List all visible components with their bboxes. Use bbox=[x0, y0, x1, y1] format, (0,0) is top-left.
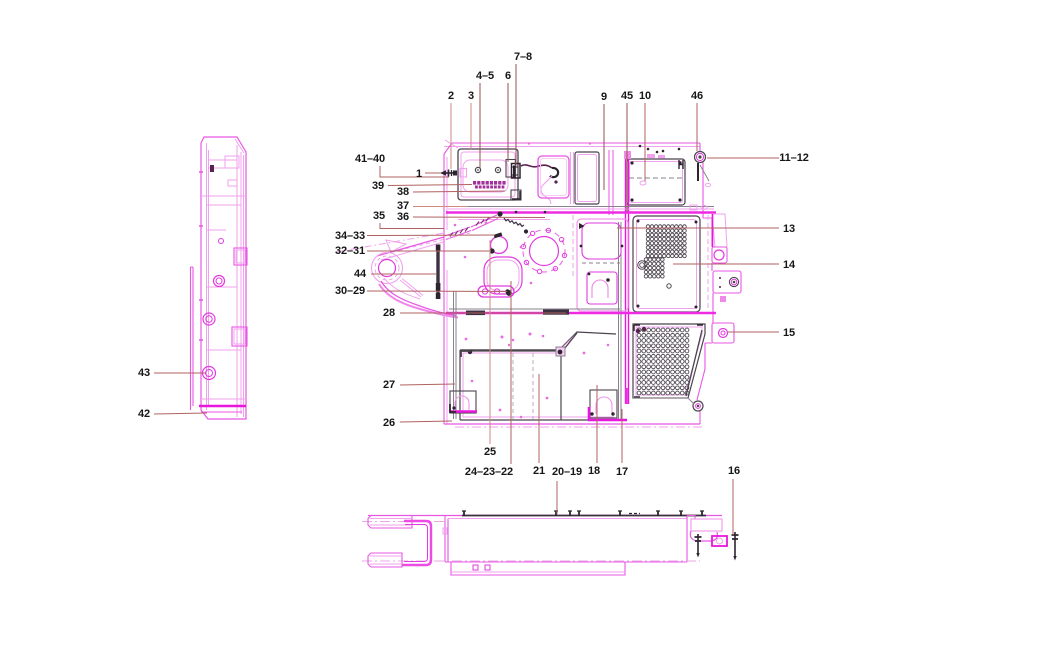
right-side-mounts bbox=[707, 213, 742, 344]
grille-b-dots bbox=[643, 257, 665, 279]
bottom-profile-view bbox=[362, 510, 739, 576]
callout-label-34-33: 34–33 bbox=[335, 230, 365, 242]
radiator bbox=[570, 150, 614, 215]
callout-label-41-40: 41–40 bbox=[355, 153, 385, 165]
leader-line-38 bbox=[412, 190, 506, 193]
support-arm bbox=[370, 236, 459, 319]
callout-label-42: 42 bbox=[138, 408, 150, 420]
pivot-ring bbox=[489, 232, 509, 255]
callout-label-38: 38 bbox=[397, 186, 409, 198]
grille-a-dots bbox=[645, 224, 687, 259]
callout-label-17: 17 bbox=[616, 466, 628, 478]
callout-label-14: 14 bbox=[783, 259, 796, 271]
foot-bracket-left bbox=[449, 390, 477, 414]
callout-label-27: 27 bbox=[383, 379, 395, 391]
leader-line-30-29 bbox=[366, 290, 508, 292]
callout-label-26: 26 bbox=[383, 417, 395, 429]
stay-rod-assembly bbox=[335, 211, 529, 253]
callout-label-2: 2 bbox=[448, 90, 454, 102]
callout-label-28: 28 bbox=[383, 307, 395, 319]
fuel-tank bbox=[537, 155, 570, 199]
callout-label-1: 1 bbox=[416, 168, 422, 180]
clamp-bracket bbox=[505, 158, 522, 201]
bottom-floor-panel bbox=[453, 291, 617, 421]
leader-line-26 bbox=[399, 420, 453, 423]
upper-grille-panel bbox=[632, 204, 708, 313]
leader-line-39 bbox=[387, 184, 473, 186]
mid-cross-rail bbox=[446, 308, 716, 316]
fan-opening bbox=[520, 227, 568, 275]
callout-label-36: 36 bbox=[397, 211, 409, 223]
logo-stamp bbox=[473, 181, 506, 189]
callout-label-25: 25 bbox=[484, 446, 496, 458]
callout-label-24-23-22: 24–23–22 bbox=[465, 466, 513, 478]
fuel-hose bbox=[520, 164, 560, 205]
foot-bracket-right bbox=[587, 389, 627, 422]
callout-label-37: 37 bbox=[397, 200, 409, 212]
leader-line-27 bbox=[399, 383, 456, 386]
lower-grille-panel bbox=[625, 323, 706, 405]
callout-label-39: 39 bbox=[372, 180, 384, 192]
callout-label-15: 15 bbox=[783, 327, 795, 339]
leader-line-35 bbox=[379, 223, 444, 229]
callout-label-30-29: 30–29 bbox=[335, 285, 365, 297]
callout-label-20-19: 20–19 bbox=[552, 466, 582, 478]
bottom-flange bbox=[450, 562, 626, 576]
callout-label-46: 46 bbox=[691, 90, 703, 102]
callout-label-6: 6 bbox=[505, 70, 511, 82]
vertical-rod bbox=[435, 244, 441, 299]
main-plan-view bbox=[335, 139, 742, 428]
bolt-glyph-left bbox=[440, 167, 468, 178]
bolt-specks bbox=[453, 142, 610, 419]
leader-line-34-33 bbox=[366, 234, 496, 236]
corner-fastener-bottom-right bbox=[692, 400, 704, 412]
callout-label-21: 21 bbox=[533, 465, 545, 477]
cross-shelf bbox=[446, 206, 716, 220]
grille-c-dots bbox=[636, 327, 690, 396]
leader-line-42 bbox=[153, 412, 208, 415]
side-profile-view bbox=[189, 136, 248, 420]
callout-label-13: 13 bbox=[783, 223, 795, 235]
callout-label-3: 3 bbox=[468, 90, 474, 102]
corner-fastener-top-right bbox=[693, 150, 707, 164]
callout-label-16: 16 bbox=[728, 465, 740, 477]
console-panel bbox=[576, 218, 629, 420]
callout-label-32-31: 32–31 bbox=[335, 245, 365, 257]
callout-label-4-5: 4–5 bbox=[476, 70, 494, 82]
top-bolt-marks bbox=[462, 510, 704, 516]
callout-label-9: 9 bbox=[601, 91, 607, 103]
callout-label-10: 10 bbox=[639, 90, 651, 102]
battery-box bbox=[626, 144, 711, 206]
right-end-assembly bbox=[687, 514, 739, 561]
leader-line-36 bbox=[412, 216, 546, 218]
fork-prongs bbox=[367, 514, 448, 568]
callout-label-45: 45 bbox=[621, 90, 633, 102]
callout-label-35: 35 bbox=[373, 210, 385, 222]
callout-label-7-8: 7–8 bbox=[514, 51, 532, 63]
callout-label-44: 44 bbox=[354, 268, 367, 280]
callout-label-43: 43 bbox=[138, 367, 150, 379]
callout-label-18: 18 bbox=[588, 465, 600, 477]
callout-label-11-12: 11–12 bbox=[779, 152, 808, 164]
leader-line-41-40 bbox=[379, 166, 449, 178]
